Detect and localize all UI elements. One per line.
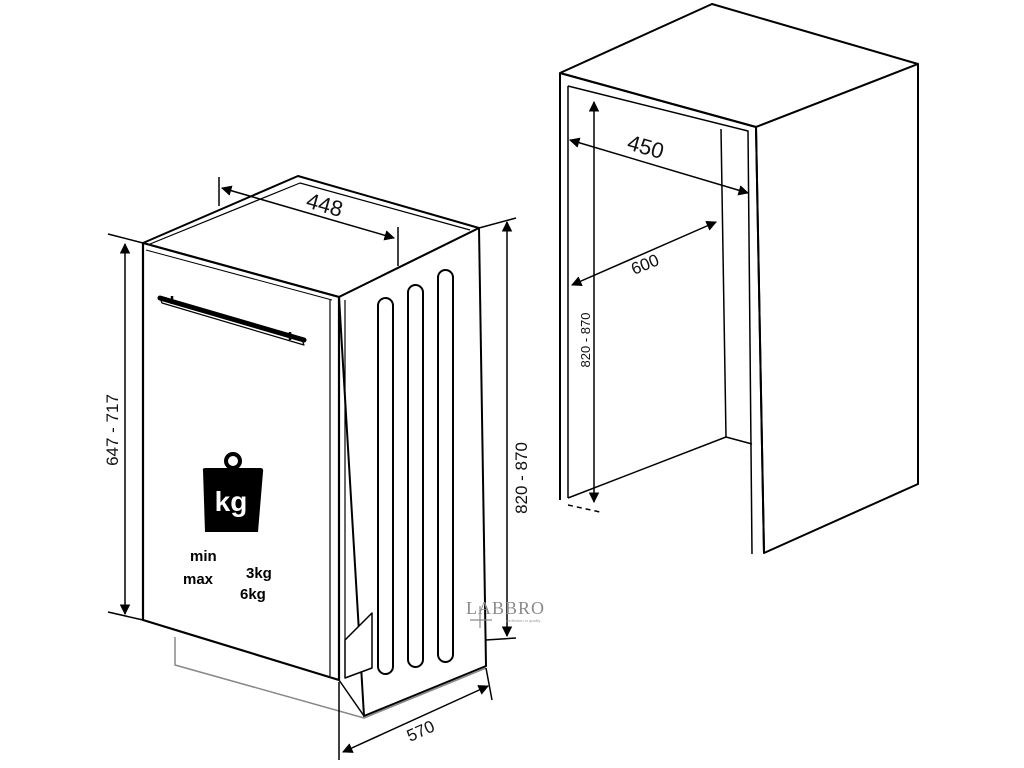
dishwasher-dimensions: [107, 177, 517, 760]
dishwasher-height-label: 647 - 717: [103, 394, 122, 466]
cabinet-dimensions: [568, 100, 750, 504]
width-dimension-line: [220, 185, 396, 241]
dishwasher-install-height-label: 820 - 870: [512, 442, 531, 514]
cabinet-side: [755, 63, 919, 554]
kg-weight-icon: kg: [202, 452, 264, 532]
cabinet-depth-label: 600: [628, 250, 661, 278]
brand-logo: LABBRO perfection in quality: [466, 598, 545, 628]
cabinet-front: [559, 72, 765, 554]
dishwasher-side: [338, 227, 487, 717]
load-max-value: 6kg: [240, 586, 266, 603]
brand-tagline: perfection in quality: [506, 618, 540, 623]
kick-plate: [344, 612, 373, 679]
dishwasher-depth-label: 570: [404, 717, 438, 746]
cabinet-height-label: 820 - 870: [578, 313, 593, 368]
dishwasher-drawing: [141, 175, 487, 719]
load-capacity: min 3kg max 6kg: [183, 548, 272, 603]
side-ribs: [377, 269, 454, 675]
load-max-label: max: [183, 571, 214, 588]
kg-weight-label: kg: [215, 486, 248, 517]
depth-dimension-line: [342, 685, 489, 753]
load-min-value: 3kg: [246, 565, 272, 582]
brand-name: LABBRO: [466, 598, 545, 618]
load-min-label: min: [190, 548, 217, 565]
cabinet-drawing: [559, 3, 919, 555]
cabinet-width-dimension-line: [568, 137, 750, 196]
door-handle: [157, 295, 307, 346]
